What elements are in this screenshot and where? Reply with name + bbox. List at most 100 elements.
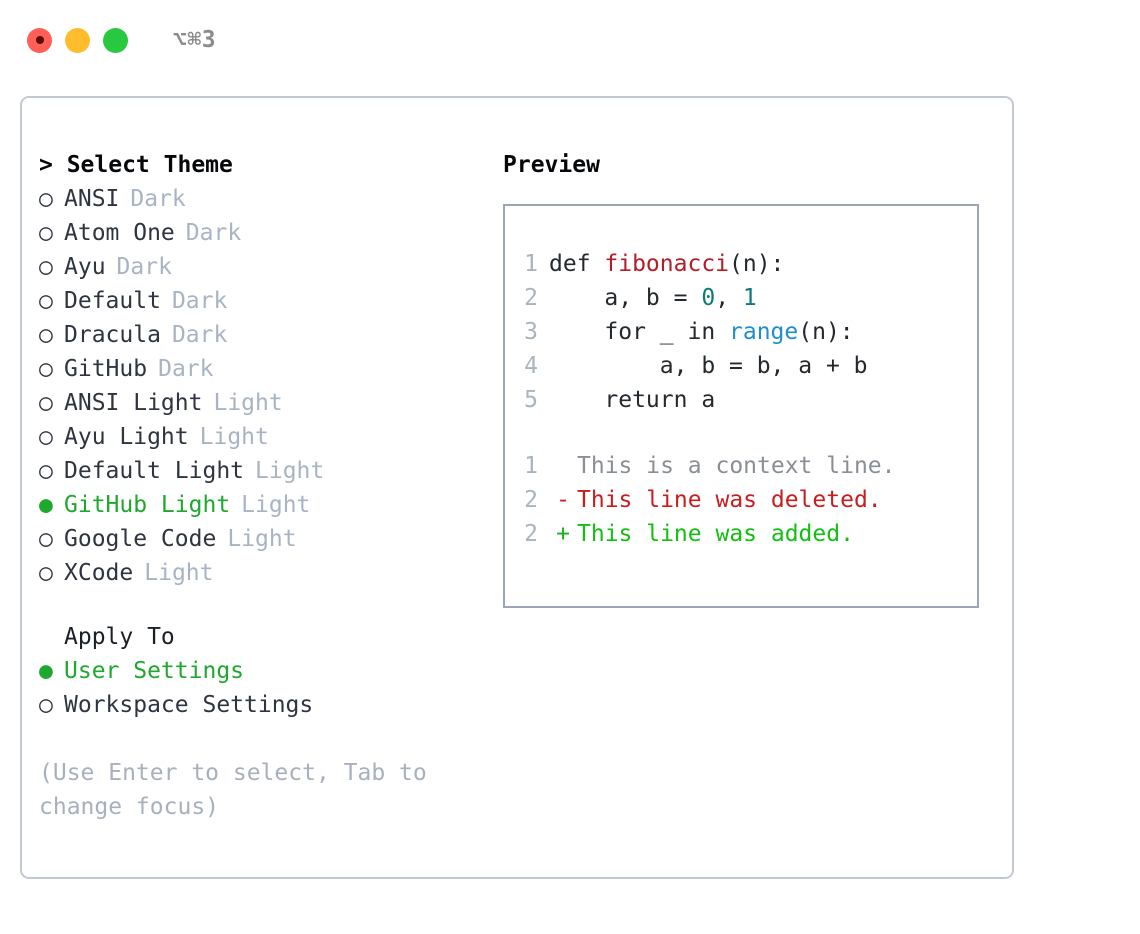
radio-unselected-icon[interactable]: ○: [39, 390, 53, 416]
keyboard-hint-text: (Use Enter to select, Tab to change focu…: [39, 760, 441, 820]
diff-line: 1 This is a context line.: [505, 449, 977, 483]
minimize-button-icon[interactable]: [65, 27, 90, 53]
code-line: 5 return a: [505, 383, 977, 417]
code-line: 2 a, b = 0, 1: [505, 281, 977, 315]
diff-line-text: This is a context line.: [577, 453, 896, 479]
radio-unselected-icon[interactable]: ○: [39, 526, 53, 552]
radio-unselected-icon[interactable]: ○: [39, 356, 53, 382]
theme-variant-badge: Light: [144, 560, 214, 586]
diff-line-number: 2: [524, 487, 538, 513]
radio-unselected-icon[interactable]: ○: [39, 288, 53, 314]
code-line-text: a, b = b, a + b: [549, 349, 868, 383]
traffic-lights: [27, 27, 128, 53]
diff-marker-icon: [549, 449, 577, 483]
theme-option[interactable]: ○ XCode Light: [39, 556, 469, 590]
code-token: ,: [715, 285, 743, 311]
diff-line-text: This line was added.: [577, 521, 854, 547]
diff-sample: 1 This is a context line.2-This line was…: [505, 449, 977, 551]
diff-line-number: 2: [524, 521, 538, 547]
code-line-text: return a: [549, 383, 715, 417]
code-line-text: def fibonacci(n):: [549, 247, 784, 281]
theme-option-label: ANSI: [64, 186, 120, 212]
code-token: 1: [742, 285, 757, 311]
code-line: 3 for _ in range(n):: [505, 315, 977, 349]
code-line-number: 4: [524, 353, 538, 379]
theme-option-label: ANSI Light: [64, 390, 203, 416]
radio-unselected-icon[interactable]: ○: [39, 186, 53, 212]
radio-selected-icon[interactable]: ●: [39, 658, 53, 684]
radio-selected-icon[interactable]: ●: [39, 492, 53, 518]
code-token: a, b = b, a + b: [549, 353, 868, 379]
apply-to-heading: Apply To: [64, 624, 175, 650]
diff-line: 2-This line was deleted.: [505, 483, 977, 517]
theme-option-label: XCode: [64, 560, 134, 586]
theme-option-label: Atom One: [64, 220, 175, 246]
theme-option-label: Google Code: [64, 526, 217, 552]
theme-option[interactable]: ○ ANSI Light Light: [39, 386, 469, 420]
spacer: [39, 722, 469, 756]
theme-option[interactable]: ○ Default Light Light: [39, 454, 469, 488]
theme-variant-badge: Light: [241, 492, 311, 518]
diff-line: 2 + This line was added.: [505, 517, 977, 551]
theme-option-label: GitHub: [64, 356, 148, 382]
diff-line-text: This line was deleted.: [577, 487, 882, 513]
code-token: (n):: [729, 251, 785, 277]
theme-option[interactable]: ○ ANSI Dark: [39, 182, 469, 216]
theme-option-label: Default Light: [64, 458, 245, 484]
preview-heading: Preview: [503, 152, 600, 178]
apply-to-option-label: User Settings: [64, 658, 245, 684]
theme-variant-badge: Dark: [171, 322, 228, 348]
theme-variant-badge: Light: [199, 424, 269, 450]
maximize-button-icon[interactable]: [103, 27, 128, 53]
radio-unselected-icon[interactable]: ○: [39, 254, 53, 280]
radio-unselected-icon[interactable]: ○: [39, 322, 53, 348]
close-button-icon[interactable]: [27, 27, 52, 53]
theme-option[interactable]: ○ Ayu Dark: [39, 250, 469, 284]
radio-unselected-icon[interactable]: ○: [39, 458, 53, 484]
theme-option-label: Ayu: [64, 254, 106, 280]
radio-unselected-icon[interactable]: ○: [39, 424, 53, 450]
apply-to-option[interactable]: ○ Workspace Settings: [39, 688, 469, 722]
spacer: [505, 417, 977, 449]
diff-marker-icon: +: [556, 521, 570, 547]
theme-variant-badge: Dark: [130, 186, 186, 212]
code-token: 0: [701, 285, 716, 311]
code-line-number: 5: [524, 387, 538, 413]
theme-option-label: GitHub Light: [64, 492, 231, 518]
theme-option[interactable]: ● GitHub Light Light: [39, 488, 469, 522]
diff-line-number: 1: [524, 453, 538, 479]
theme-variant-badge: Light: [255, 458, 325, 484]
code-token: return a: [549, 387, 716, 413]
code-token: for _ in: [549, 319, 730, 345]
code-line-text: a, b = 0, 1: [549, 281, 757, 315]
radio-unselected-icon[interactable]: ○: [39, 560, 53, 586]
code-token: range: [729, 319, 799, 345]
theme-option-label: Default: [64, 288, 161, 314]
apply-to-option-label: Workspace Settings: [64, 692, 314, 718]
code-line: 4 a, b = b, a + b: [505, 349, 977, 383]
code-token: (n):: [798, 319, 854, 345]
radio-unselected-icon[interactable]: ○: [39, 692, 53, 718]
code-line-number: 2: [524, 285, 538, 311]
theme-variant-badge: Dark: [116, 254, 172, 280]
code-token: fibonacci: [604, 251, 730, 277]
theme-variant-badge: Light: [213, 390, 283, 416]
apply-to-option[interactable]: ● User Settings: [39, 654, 469, 688]
code-token: def: [549, 251, 605, 277]
radio-unselected-icon[interactable]: ○: [39, 220, 53, 246]
code-token: a, b =: [549, 285, 702, 311]
title-bar: ⌥⌘3: [0, 0, 1140, 80]
